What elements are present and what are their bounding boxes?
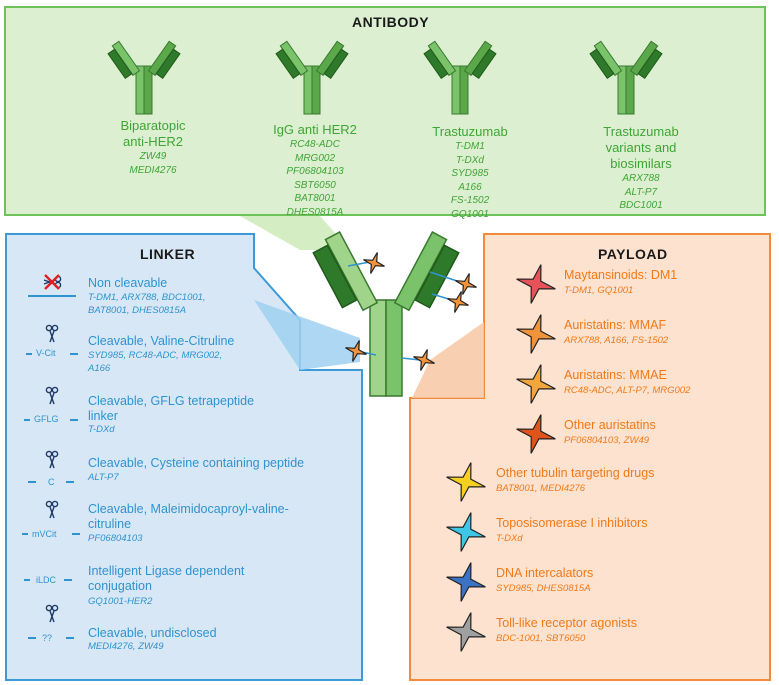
column-name: Biparatopic [120,118,186,133]
payload-row-name: Other auristatins [564,418,656,432]
linker-icon-label: GFLG [34,414,59,424]
column-name: variants and [605,140,677,155]
scissors-icon [28,450,74,483]
payload-row-drugs: RC48-ADC, ALT-P7, MRG002 [564,385,691,396]
linker-row-drugs: T-DM1, ARX788, BDC1001,BAT8001, DHES0815… [88,292,206,316]
antibody-column-igg: IgG anti HER2 RC48-ADC MRG002 PF06804103… [250,122,380,219]
payload-row-drugs: PF06804103, ZW49 [564,435,650,446]
four-point-star-icon [363,252,385,274]
drug: GQ1001 [451,208,489,220]
column-name: IgG anti HER2 [273,122,357,137]
four-point-star-icon [446,462,486,502]
payload-row-drugs: T-DXd [496,533,523,544]
linker-icon-label: mVCit [32,529,57,539]
payload-row-name: Toposisomerase I inhibitors [496,516,648,530]
linker-row-drugs: ALT-P7 [88,472,119,483]
scissors-icon [22,500,80,535]
drug: ARX788 [622,173,660,184]
linker-row-name: Cleavable, Valine-Citruline [88,334,235,348]
linker-icons [22,274,80,639]
drug: SYD985 [451,168,489,179]
drug: SBT6050 [294,179,336,191]
payload-row-drugs: BDC-1001, SBT6050 [496,633,586,644]
four-point-star-icon [446,612,486,652]
payload-row-name: DNA intercalators [496,566,594,580]
drug: PF06804103 [286,166,344,177]
drug: RC48-ADC [289,139,340,150]
payload-row-name: Other tubulin targeting drugs [496,466,655,480]
four-point-star-icon [446,512,486,552]
payload-row-name: Toll-like receptor agonists [496,616,638,630]
linker-row-name: Cleavable, undisclosed [88,626,217,640]
drug: MEDI4276 [129,164,177,176]
linker-row-name: Non cleavable [88,276,168,290]
payload-row-drugs: SYD985, DHES0815A [496,583,591,594]
column-name: anti-HER2 [123,134,183,149]
linker-icon-label: iLDC [36,575,57,585]
linker-row-drugs: SYD985, RC48-ADC, MRG002,A166 [88,350,223,374]
four-point-star-icon [516,264,556,304]
column-name: Trastuzumab [432,124,508,139]
payload-row-drugs: BAT8001, MEDI4276 [496,483,586,494]
four-point-star-icon [516,364,556,404]
linker-row-drugs: PF06804103 [88,533,143,544]
payload-row-name: Auristatins: MMAF [564,318,667,332]
scissors-icon [26,324,78,355]
four-point-star-icon [345,340,367,362]
linker-icon-label: C [48,477,55,487]
antibody-column-trastuzumab: Trastuzumab T-DM1 T-DXd SYD985 A166 FS-1… [410,124,530,221]
linker-icon-label: ?? [42,633,53,643]
drug: T-DXd [456,154,484,166]
four-point-star-icon [447,291,469,313]
linker-row-drugs: MEDI4276, ZW49 [88,641,164,652]
scissors-icon [28,604,74,639]
payload-title: PAYLOAD [598,246,668,262]
four-point-star-icon [516,414,556,454]
antibody-title: ANTIBODY [352,14,430,30]
payload-row-name: Maytansinoids: DM1 [564,268,678,282]
linker-row-name: Cleavable, Maleimidocaproyl-valine-citru… [88,502,289,531]
drug: DHES0815A [286,206,344,218]
drug: T-DM1 [455,141,485,152]
antibody-panel [4,6,766,216]
column-name: Trastuzumab [603,124,679,139]
linker-title: LINKER [140,246,196,262]
linker-icon-label: V-Cit [36,348,56,358]
four-point-star-icon [413,349,435,371]
four-point-star-icon [516,314,556,354]
linker-row-drugs: GQ1001-HER2 [88,596,153,607]
payload-row-drugs: ARX788, A166, FS-1502 [564,335,669,346]
linker-row-drugs: T-DXd [88,424,115,435]
central-antibody-icon [312,231,460,397]
payload-row-drugs: T-DM1, GQ1001 [564,285,634,296]
drug: FS-1502 [450,195,490,206]
drug: MRG002 [294,152,335,164]
drug: ZW49 [139,151,167,162]
antibody-column-variants: Trastuzumab variants and biosimilars ARX… [576,124,706,213]
antibody-column-biparatopic: Biparatopic anti-HER2 ZW49 MEDI4276 [88,118,218,177]
linker-row-name: Cleavable, Cysteine containing peptide [88,456,305,470]
column-name: biosimilars [610,156,672,171]
drug: A166 [458,181,482,193]
drug: BAT8001 [294,193,336,204]
four-point-star-icon [446,562,486,602]
drug: ALT-P7 [624,186,658,198]
payload-row-name: Auristatins: MMAE [564,368,667,382]
crossed-scissors-icon [28,274,76,297]
drug: BDC1001 [619,200,663,211]
four-point-star-icon [455,273,477,295]
scissors-icon [24,386,78,421]
